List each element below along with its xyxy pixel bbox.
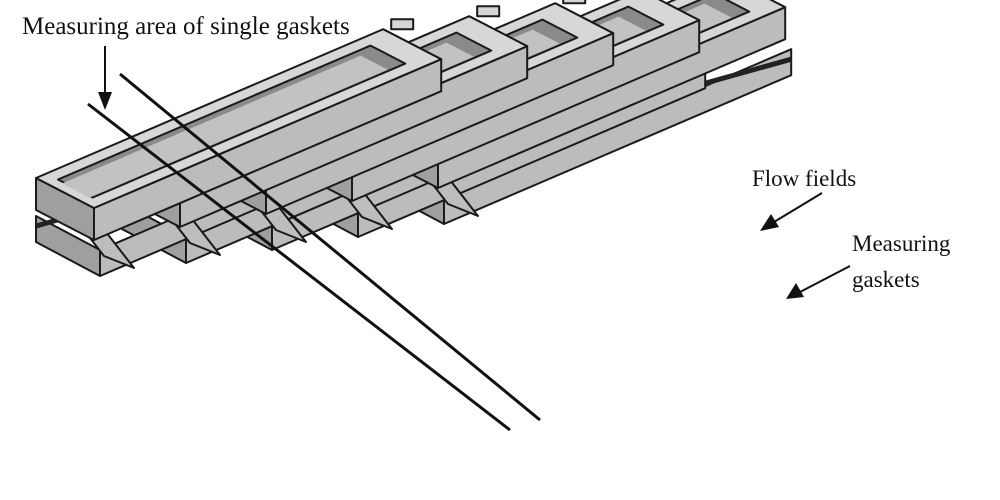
measuring-area-arrow-head [98,92,112,110]
measuring-gaskets-arrow-shaft [799,265,851,293]
measuring-gaskets-arrow-head [786,283,804,299]
plate-tab-2 [476,5,501,18]
flow-fields-arrow-head [760,214,779,231]
flow-field-stack [35,0,793,432]
plate-tab-3 [562,0,587,5]
label-measuring-gaskets-line1: Measuring [852,231,951,256]
measuring-line-1 [119,72,541,422]
label-measuring-area: Measuring area of single gaskets [22,13,350,40]
measuring-line-2 [87,102,511,432]
label-measuring-gaskets-line2: gaskets [852,267,920,292]
flow-fields-arrow-shaft [773,192,823,223]
plate-tab-1 [390,18,415,31]
flow-channel-floor-1 [62,55,388,198]
label-flow-fields: Flow fields [752,166,856,191]
